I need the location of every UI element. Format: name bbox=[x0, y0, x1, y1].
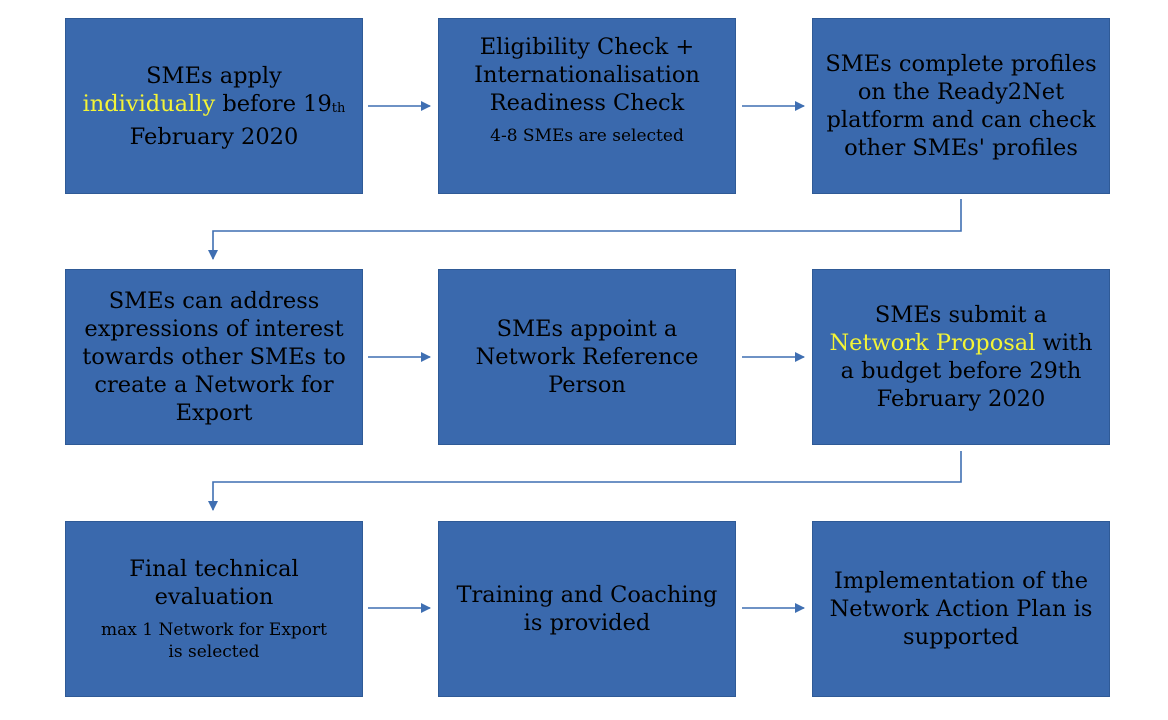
step-training-text: Training and Coaching is provided bbox=[456, 582, 718, 636]
step-proposal-text: SMEs submit a Network Proposal with a bu… bbox=[829, 302, 1093, 412]
arrow-6-7 bbox=[208, 451, 962, 511]
arrow-3-4 bbox=[208, 199, 962, 260]
highlight-individually: individually bbox=[82, 90, 216, 117]
step-reference-person-box: SMEs appoint a Network Reference Person bbox=[438, 269, 736, 445]
step-apply-box: SMEs apply individually before 19th Febr… bbox=[65, 18, 363, 194]
step-apply-text: SMEs apply individually before 19th Febr… bbox=[82, 62, 346, 150]
step-expressions-box: SMEs can address expressions of interest… bbox=[65, 269, 363, 445]
step-implementation-box: Implementation of the Network Action Pla… bbox=[812, 521, 1110, 697]
step-evaluation-note: max 1 Network for Export is selected bbox=[101, 620, 327, 662]
step-profiles-text: SMEs complete profiles on the Ready2Net … bbox=[825, 51, 1097, 161]
step-training-box: Training and Coaching is provided bbox=[438, 521, 736, 697]
step-evaluation-title: Final technical evaluation bbox=[129, 556, 299, 610]
step-evaluation-box: Final technical evaluation max 1 Network… bbox=[65, 521, 363, 697]
step-profiles-box: SMEs complete profiles on the Ready2Net … bbox=[812, 18, 1110, 194]
step-implementation-text: Implementation of the Network Action Pla… bbox=[829, 568, 1093, 650]
step-eligibility-box: Eligibility Check + Internationalisation… bbox=[438, 18, 736, 194]
step-reference-person-text: SMEs appoint a Network Reference Person bbox=[475, 316, 699, 398]
highlight-network-proposal: Network Proposal bbox=[829, 330, 1036, 356]
step-proposal-box: SMEs submit a Network Proposal with a bu… bbox=[812, 269, 1110, 445]
step-eligibility-note: 4-8 SMEs are selected bbox=[490, 126, 684, 146]
step-expressions-text: SMEs can address expressions of interest… bbox=[82, 288, 346, 426]
step-eligibility-title: Eligibility Check + Internationalisation… bbox=[474, 34, 700, 116]
